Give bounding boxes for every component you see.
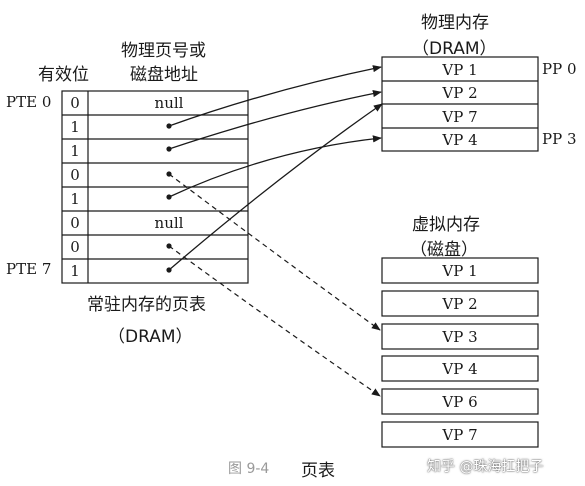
valid-bit-cell: 0 xyxy=(70,238,80,256)
virtual-page-box xyxy=(381,421,539,448)
watermark: 知乎 @珠海扛把子 xyxy=(427,459,544,475)
virtual-page-label: VP 6 xyxy=(441,393,477,411)
virtual-page-box xyxy=(381,388,539,415)
arrow-pte3-to-vp3 xyxy=(168,173,381,331)
valid-bit-cell: 0 xyxy=(70,166,80,184)
physical-page-slot: VP 7 xyxy=(441,108,477,126)
arrow-pte2-to-pp1 xyxy=(168,90,382,150)
virtual-page-label: VP 3 xyxy=(441,328,477,346)
virtual-page-label: VP 1 xyxy=(441,262,477,280)
address-cell: null xyxy=(155,94,184,112)
virtual-page-box xyxy=(381,257,539,284)
physical-page-slot: VP 2 xyxy=(441,84,477,102)
arrow-pte1-to-pp0 xyxy=(168,65,382,127)
virtual-page-label: VP 4 xyxy=(441,360,477,378)
physical-memory-title: 物理内存 xyxy=(421,13,489,33)
figure-title: 页表 xyxy=(301,461,335,481)
virtual-page-box xyxy=(381,290,539,317)
valid-bit-cell: 0 xyxy=(70,214,80,232)
page-table-caption-line2: （DRAM） xyxy=(108,327,193,347)
address-header-line1: 物理页号或 xyxy=(121,41,206,61)
pp-3-label: PP 3 xyxy=(542,130,577,148)
virtual-memory-title: 虚拟内存 xyxy=(412,215,480,235)
valid-bit-cell: 1 xyxy=(70,142,80,160)
virtual-page-label: VP 2 xyxy=(441,295,477,313)
valid-bit-cell: 0 xyxy=(70,94,80,112)
pp-0-label: PP 0 xyxy=(542,60,577,78)
pte-0-label: PTE 0 xyxy=(6,93,52,111)
physical-memory-subtitle: （DRAM） xyxy=(412,39,497,59)
address-header-line2: 磁盘地址 xyxy=(130,65,198,85)
virtual-memory-subtitle: （磁盘） xyxy=(410,240,478,260)
pte-7-label: PTE 7 xyxy=(6,260,52,278)
address-cell: null xyxy=(155,214,184,232)
virtual-page-box xyxy=(381,355,539,382)
resident-page-arrows xyxy=(168,65,383,271)
page-table-caption-line1: 常驻内存的页表 xyxy=(87,295,206,315)
virtual-page-box xyxy=(381,323,539,350)
arrow-pte7-to-pp2 xyxy=(168,103,383,271)
virtual-page-label: VP 7 xyxy=(441,426,477,444)
virtual-memory xyxy=(381,257,539,448)
physical-page-slot: VP 4 xyxy=(441,131,477,149)
valid-bit-header: 有效位 xyxy=(38,65,89,85)
valid-bit-cell: 1 xyxy=(70,190,80,208)
valid-bit-cell: 1 xyxy=(70,118,80,136)
disk-page-arrows xyxy=(168,173,381,397)
arrow-pte4-to-pp3 xyxy=(168,135,382,198)
pointer-dots xyxy=(166,123,172,273)
physical-page-slot: VP 1 xyxy=(441,61,477,79)
figure-number: 图 9-4 xyxy=(228,461,270,477)
valid-bit-cell: 1 xyxy=(70,262,80,280)
page-table xyxy=(61,90,249,284)
arrow-pte6-to-vp6 xyxy=(168,245,381,397)
